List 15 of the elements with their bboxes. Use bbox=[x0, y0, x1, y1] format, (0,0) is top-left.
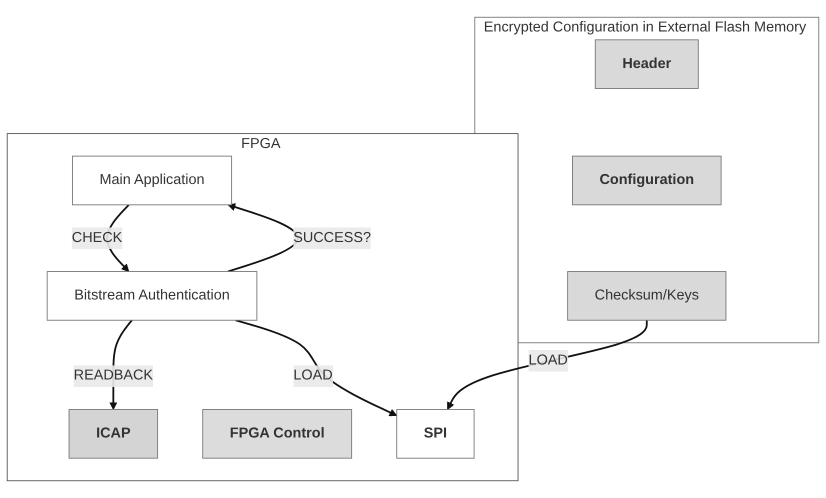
edge-label: SUCCESS? bbox=[293, 230, 371, 246]
node-box: Configuration bbox=[572, 156, 722, 206]
node-box: Bitstream Authentication bbox=[46, 271, 258, 321]
node-box: FPGA Control bbox=[202, 409, 352, 459]
node-box: Main Application bbox=[72, 156, 232, 206]
node-box: ICAP bbox=[68, 409, 158, 459]
node-box: Checksum/Keys bbox=[567, 271, 726, 321]
edge-label: READBACK bbox=[74, 368, 154, 384]
arrow bbox=[235, 319, 398, 416]
arrow bbox=[447, 320, 648, 410]
edge-label: CHECK bbox=[72, 230, 122, 246]
node-box: Header bbox=[594, 39, 699, 89]
node-box: SPI bbox=[396, 409, 475, 459]
edge-label: LOAD bbox=[528, 352, 568, 368]
edge-label: LOAD bbox=[293, 368, 333, 384]
